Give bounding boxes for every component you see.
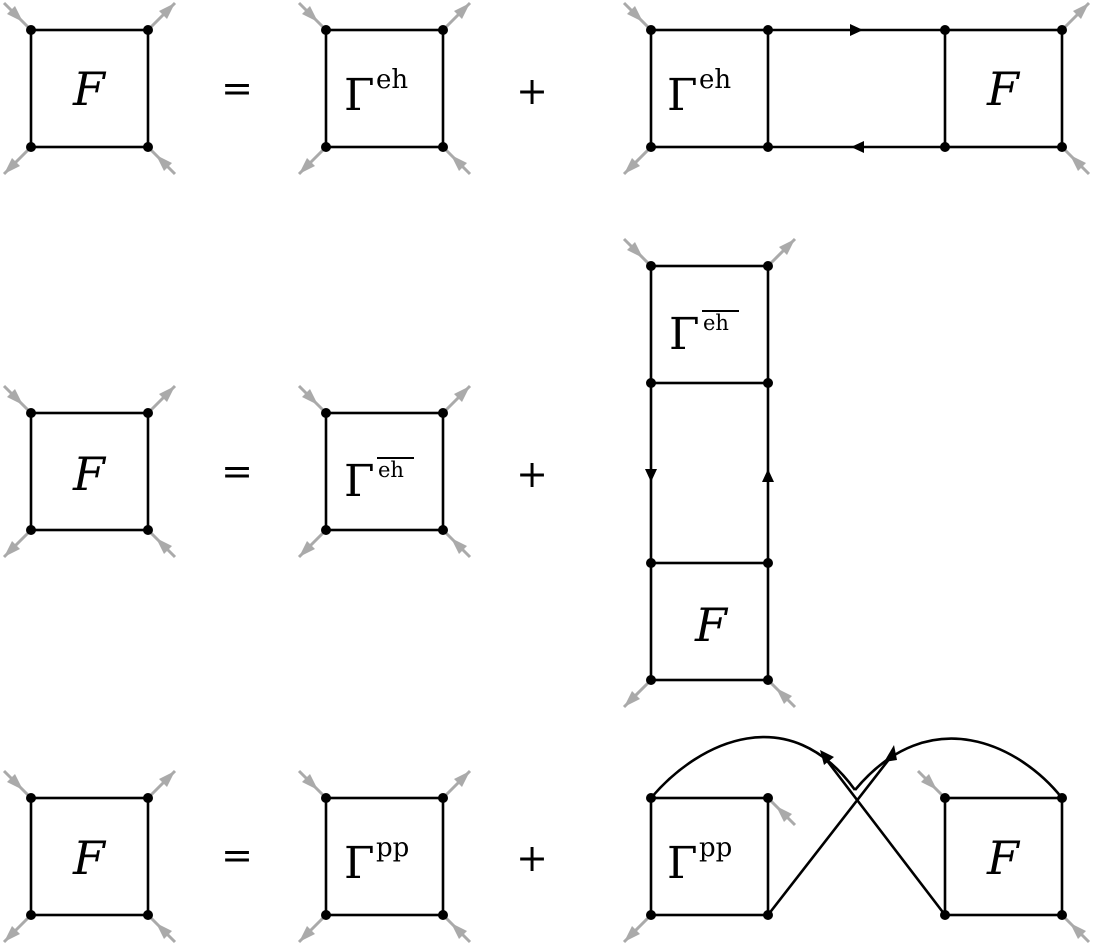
product-eh: Γ eh F xyxy=(622,1,1091,176)
plus-sign: + xyxy=(516,69,548,113)
label-F: F xyxy=(72,831,107,885)
vertex-F-lhs: F xyxy=(2,769,177,944)
label-gamma: Γ xyxy=(344,838,375,889)
vertex-gamma-eh: Γ eh xyxy=(297,1,472,176)
label-F: F xyxy=(986,62,1021,116)
product-pp: Γ pp F xyxy=(622,735,1091,944)
equation-1: F = Γ eh + xyxy=(2,1,1091,176)
equation-2: F = Γ eh + xyxy=(2,237,797,709)
equals-sign: = xyxy=(221,66,253,110)
label-superscript: eh xyxy=(703,311,729,335)
label-superscript: pp xyxy=(699,833,732,863)
product-eh-bar: Γ eh F xyxy=(622,237,797,709)
vertex-gamma-eh-bar: Γ eh xyxy=(297,384,472,559)
label-F: F xyxy=(694,598,729,652)
label-F: F xyxy=(72,447,107,501)
label-superscript: eh xyxy=(699,65,731,95)
plus-sign: + xyxy=(516,452,548,496)
vertex-gamma-pp: Γ pp xyxy=(297,769,472,944)
label-gamma: Γ xyxy=(344,70,375,121)
propagator-arrow-right xyxy=(850,24,863,36)
propagator-arrow-2 xyxy=(884,745,897,762)
label-gamma: Γ xyxy=(344,456,375,507)
vertex-F-lhs: F xyxy=(2,1,177,176)
plus-sign: + xyxy=(516,836,548,880)
propagator-arrow-left xyxy=(851,141,864,153)
vertex-F-lhs: F xyxy=(2,384,177,559)
label-F: F xyxy=(72,62,107,116)
label-gamma: Γ xyxy=(669,309,700,360)
label-superscript: eh xyxy=(376,65,408,95)
label-gamma: Γ xyxy=(667,838,698,889)
propagator-arrow-up xyxy=(762,469,774,482)
label-superscript: eh xyxy=(378,458,404,482)
equals-sign: = xyxy=(221,833,253,877)
propagator-arrow-1 xyxy=(820,750,834,765)
label-F: F xyxy=(986,831,1021,885)
label-gamma: Γ xyxy=(667,70,698,121)
propagator-arrow-down xyxy=(645,469,657,482)
label-superscript: pp xyxy=(376,833,409,863)
equation-3: F = Γ pp + xyxy=(2,735,1091,944)
equals-sign: = xyxy=(221,449,253,493)
